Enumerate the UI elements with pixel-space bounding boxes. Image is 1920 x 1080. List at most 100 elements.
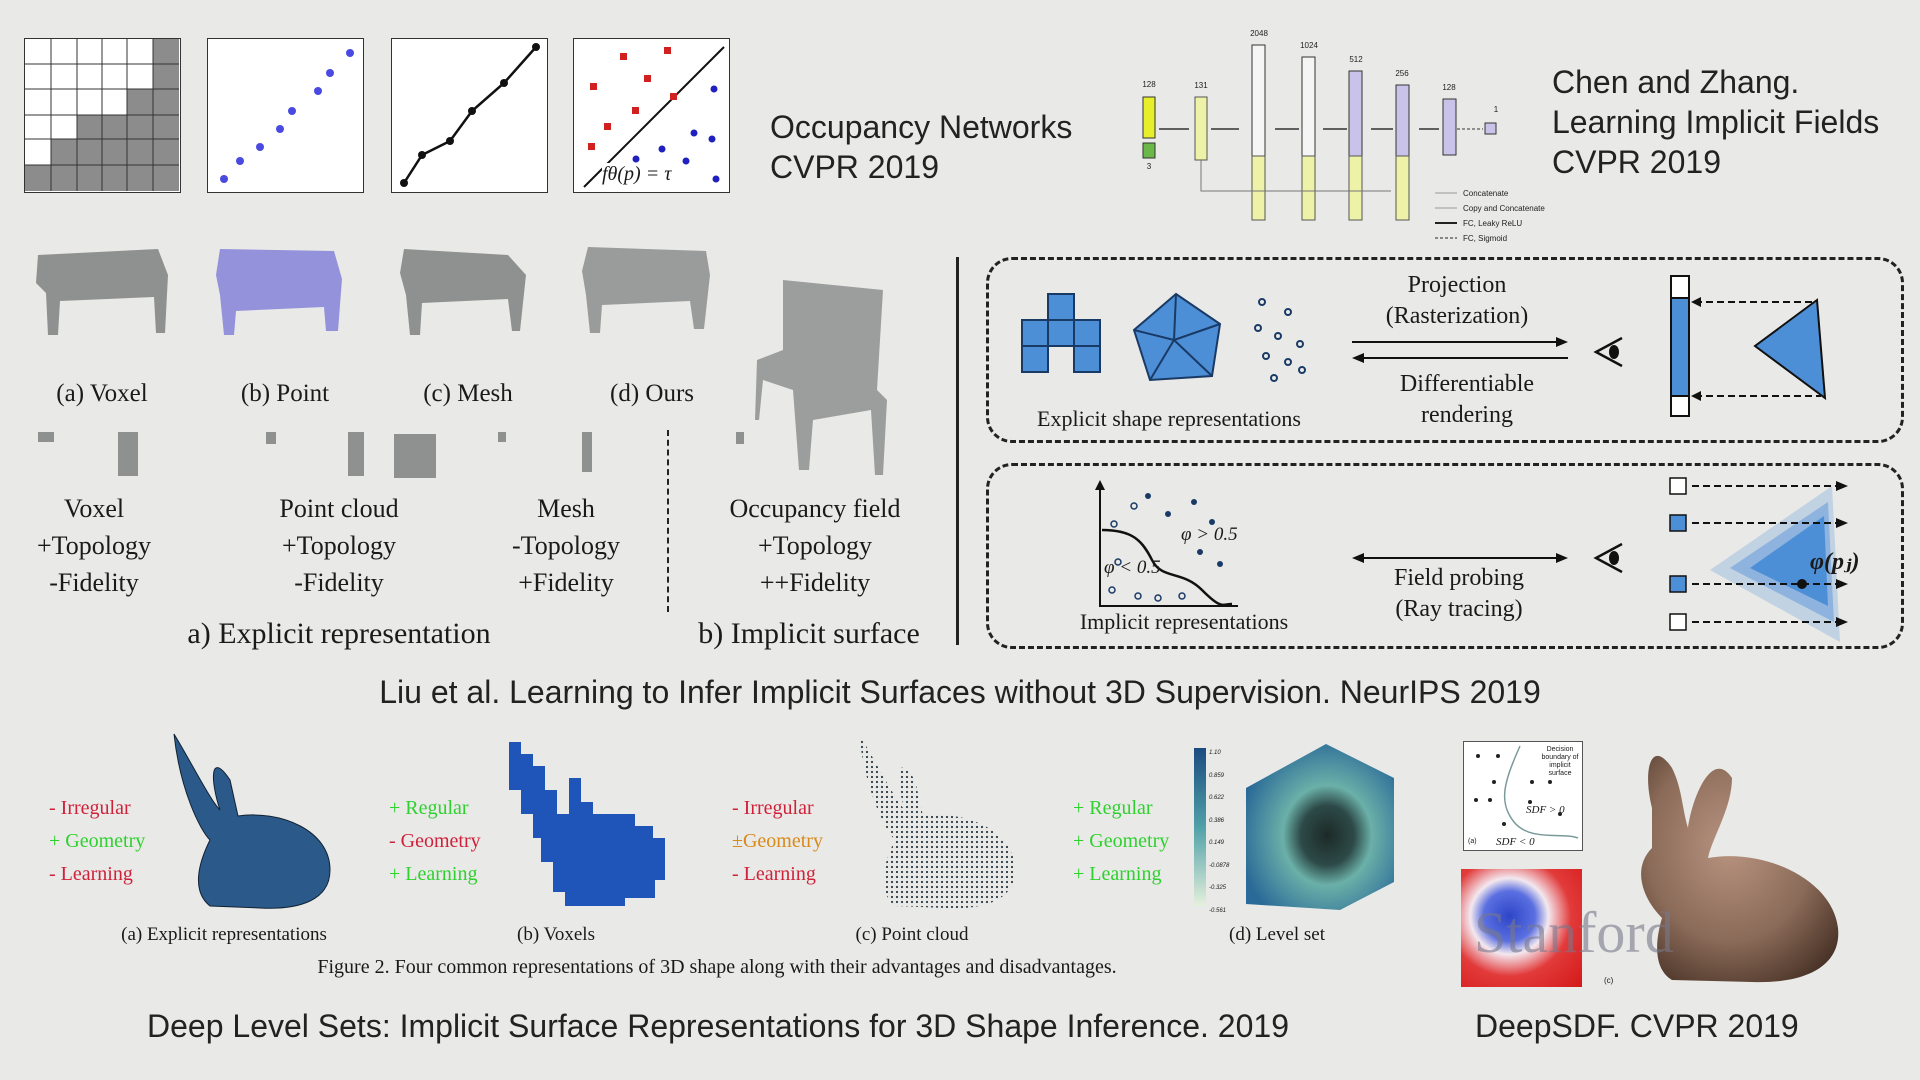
legend-fc-sigmoid: FC, Sigmoid <box>1463 234 1507 243</box>
rep-mesh: Mesh -Topology +Fidelity <box>512 490 620 601</box>
differentiable-text: Differentiable <box>1399 371 1535 397</box>
points-icon <box>220 49 354 183</box>
phi-greater-label: φ > 0.5 <box>1181 524 1238 545</box>
caption-voxels: (b) Voxels <box>517 924 595 945</box>
svg-text:131: 131 <box>1194 81 1208 90</box>
phi-less-label: φ < 0.5 <box>1104 557 1161 578</box>
colorbar-tick: -0.561 <box>1209 907 1227 914</box>
implicit-plot <box>1095 480 1238 607</box>
sdf-negative-label: SDF < 0 <box>1496 836 1535 848</box>
bunny-voxel-image <box>509 742 665 906</box>
explicit-shapes-icons <box>1021 292 1306 382</box>
point-thumbnail <box>207 38 364 193</box>
implicit-label: Implicit representations <box>1079 609 1289 634</box>
rep-voxel: Voxel +Topology -Fidelity <box>37 490 151 601</box>
pro-con-item: - Geometry <box>389 830 481 852</box>
rep-fidelity: ++Fidelity <box>759 568 871 597</box>
deepsdf-bunny-rendering <box>1641 755 1839 983</box>
caption-explicit: (a) Explicit representations <box>121 924 327 945</box>
rep-topology: +Topology <box>37 531 151 560</box>
pros-cons-pointcloud: - Irregular±Geometry- Learning <box>732 792 823 891</box>
rep-name: Voxel <box>63 494 125 523</box>
panel-a-label: (a) <box>1468 838 1477 845</box>
svg-text:128: 128 <box>1442 83 1456 92</box>
figure-caption: Figure 2. Four common representations of… <box>317 956 1117 978</box>
chen-title: Learning Implicit Fields <box>1552 104 1880 140</box>
decision-boundary-label: Decision boundary of implicit surface <box>1541 746 1579 777</box>
rep-fidelity: -Fidelity <box>49 568 139 597</box>
svg-text:2048: 2048 <box>1250 29 1268 38</box>
legend-concatenate: Concatenate <box>1463 189 1509 198</box>
decision-boundary-icon <box>1474 745 1579 839</box>
pro-con-item: - Learning <box>49 863 133 885</box>
stanford-watermark: Stanford <box>1474 900 1674 965</box>
pros-cons-voxels: + Regular- Geometry+ Learning <box>389 792 481 891</box>
sdf-positive-label: SDF > 0 <box>1526 804 1565 816</box>
implicit-probing-panel <box>986 463 1904 649</box>
caption-pointcloud: (c) Point cloud <box>855 924 969 945</box>
fragment-renderings <box>38 432 744 478</box>
colorbar-tick: 0.149 <box>1209 840 1225 846</box>
colorbar-tick: 0.859 <box>1209 772 1225 779</box>
section-implicit-label: b) Implicit surface <box>698 617 920 650</box>
chen-authors: Chen and Zhang. <box>1552 64 1800 100</box>
svg-text:3: 3 <box>1147 162 1152 171</box>
pro-con-item: - Irregular <box>49 797 131 819</box>
occupancy-thumbnail: fθ(p) = τ <box>573 38 730 193</box>
legend-fc-leaky-relu: FC, Leaky ReLU <box>1463 219 1522 228</box>
explicit-shapes-label: Explicit shape representations <box>1037 406 1301 431</box>
rep-topology: -Topology <box>512 531 620 560</box>
voxel-thumbnail <box>24 38 181 193</box>
projection-text: Projection <box>1407 272 1507 298</box>
voxel-grid-icon <box>25 39 179 191</box>
rep-fidelity: +Fidelity <box>518 568 614 597</box>
chair-label-ours: (d) Ours <box>609 380 695 407</box>
rep-name: Point cloud <box>279 494 399 523</box>
rep-occupancy-field: Occupancy field+Topology++Fidelity <box>729 490 900 601</box>
chen-venue: CVPR 2019 <box>1552 144 1721 180</box>
chair-renderings <box>36 247 710 335</box>
deepsdf-citation: DeepSDF. CVPR 2019 <box>1475 1008 1799 1044</box>
formula: fθ(p) = τ <box>602 163 672 186</box>
pro-con-item: + Regular <box>389 797 469 819</box>
phi-pj-label: φ(pⱼ) <box>1810 549 1860 575</box>
pro-con-item: - Irregular <box>732 797 814 819</box>
pro-con-item: ±Geometry <box>732 830 823 852</box>
rasterization-text: (Rasterization) <box>1385 303 1529 329</box>
dls-citation: Deep Level Sets: Implicit Surface Repres… <box>147 1008 1289 1044</box>
colorbar-tick: -0.325 <box>1209 885 1227 891</box>
legend-copy-concatenate: Copy and Concatenate <box>1463 204 1545 213</box>
sdf-decision-panel: Decision boundary of implicit surface SD… <box>1463 741 1583 851</box>
field-probing-text: Field probing <box>1394 565 1524 591</box>
field-probing-label: Field probing(Ray tracing) <box>1394 563 1524 625</box>
svg-text:256: 256 <box>1395 69 1409 78</box>
chair-label-point: (b) Point <box>240 380 330 407</box>
armchair-rendering <box>755 280 887 475</box>
rep-name: Mesh <box>537 494 595 523</box>
rasterization-diagram <box>1670 275 1827 417</box>
occupancy-title: Occupancy Networks <box>770 109 1073 145</box>
pro-con-item: + Regular <box>1073 797 1153 819</box>
svg-text:512: 512 <box>1349 55 1363 64</box>
panel-c-label: (c) <box>1604 976 1614 985</box>
occupancy-citation: Occupancy Networks CVPR 2019 <box>770 107 1072 187</box>
colorbar-tick: -0.0878 <box>1209 862 1230 869</box>
eye-icon <box>1593 542 1623 574</box>
projection-arrows <box>1352 337 1568 363</box>
dashed-divider <box>667 430 669 612</box>
colorbar-tick: 0.622 <box>1209 795 1225 801</box>
svg-text:1024: 1024 <box>1300 41 1318 50</box>
chair-label-mesh: (c) Mesh <box>423 380 513 407</box>
vertical-divider <box>956 257 959 645</box>
projection-label: Projection (Rasterization) <box>1386 270 1529 332</box>
chair-label-voxel: (a) Voxel <box>56 380 148 407</box>
colorbar-tick: 1.10 <box>1209 750 1221 756</box>
explicit-rendering-panel <box>986 257 1904 443</box>
bunny-pointcloud-image <box>859 734 1015 909</box>
colorbar-tick: 0.386 <box>1209 817 1225 824</box>
ray-tracing-diagram <box>1669 477 1848 642</box>
pros-cons-explicit: - Irregular+ Geometry- Learning <box>49 792 145 891</box>
eye-icon <box>1593 336 1623 368</box>
